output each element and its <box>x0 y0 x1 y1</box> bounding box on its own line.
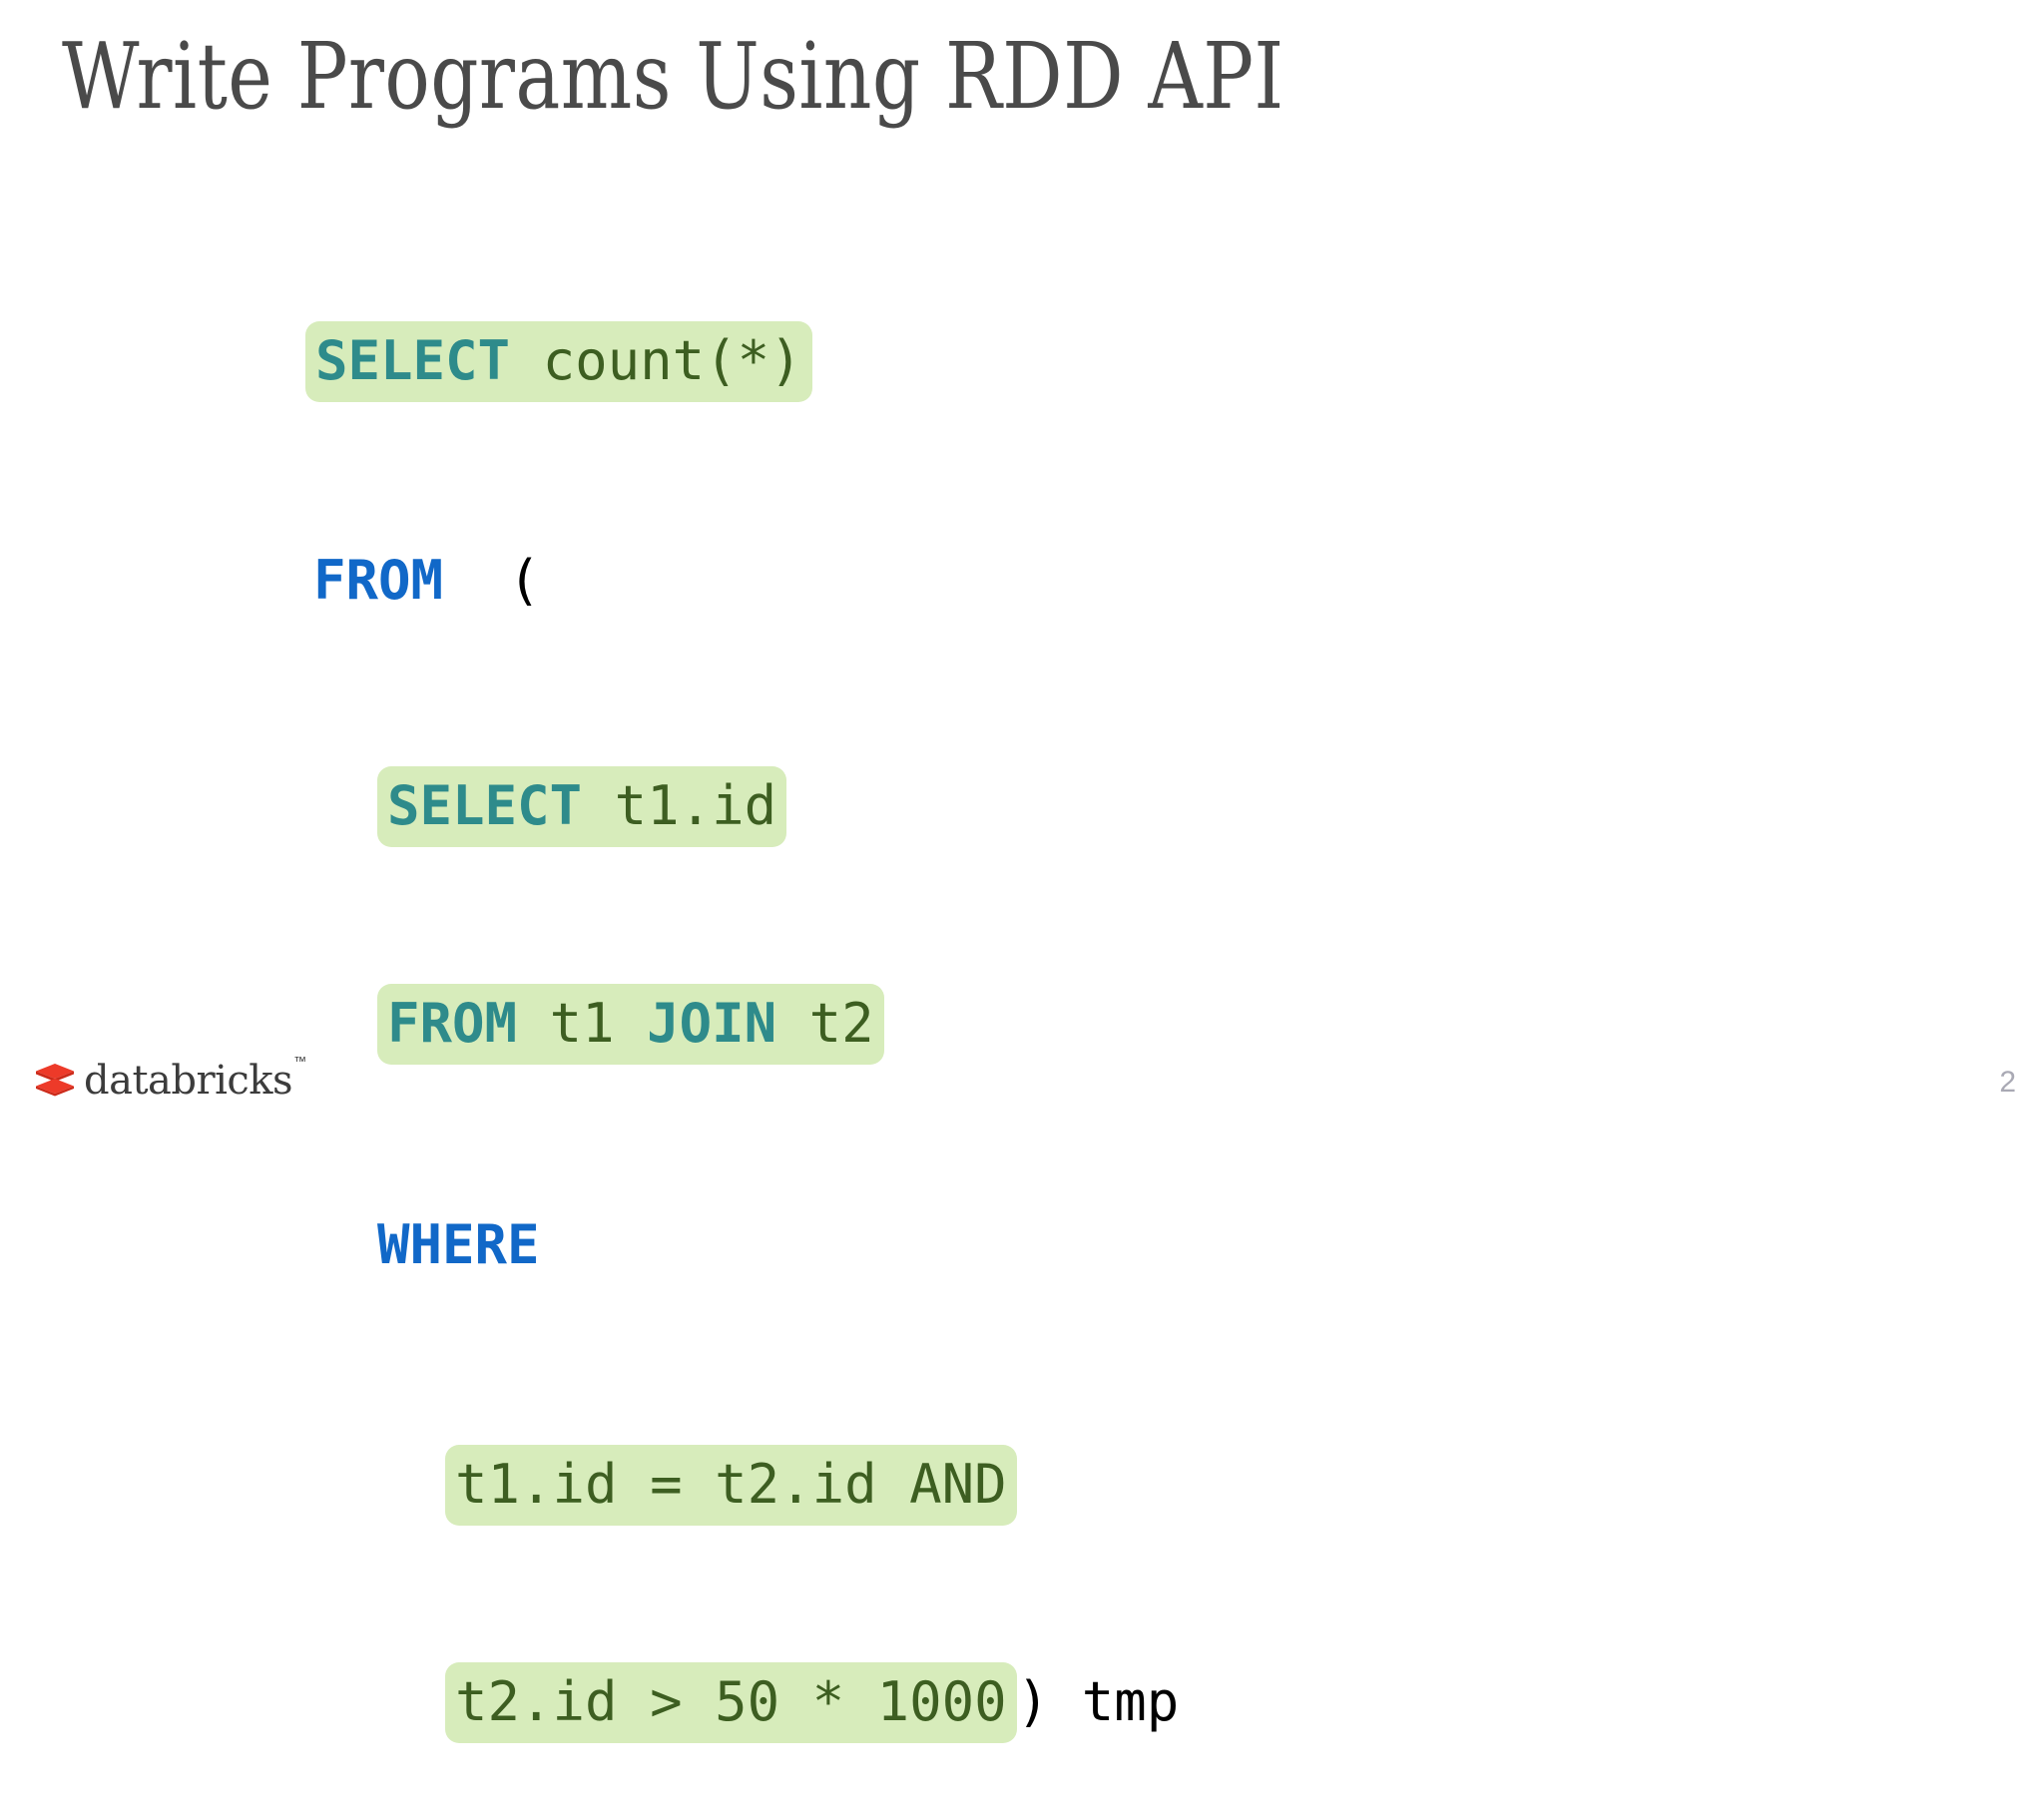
code-token <box>510 329 543 392</box>
code-token <box>517 992 550 1055</box>
code-token: FROM <box>313 549 444 612</box>
databricks-wordmark-text: databricks <box>84 1058 293 1104</box>
code-highlight-run: SELECT count(*) <box>305 321 812 402</box>
code-token: SELECT <box>387 774 583 837</box>
databricks-wordmark: databricks™ <box>84 1055 306 1104</box>
code-token: t2.id > 50 * 1000 <box>455 1670 1007 1733</box>
code-highlight-run: t1.id = t2.id AND <box>445 1445 1017 1526</box>
code-highlight-run: t2.id > 50 * 1000 <box>445 1662 1017 1743</box>
code-token: t1.id <box>614 774 777 837</box>
code-line-5: WHERE <box>377 1209 1179 1281</box>
page-number: 2 <box>1999 1066 2016 1099</box>
databricks-logo: databricks™ <box>34 1055 306 1104</box>
code-token: ( <box>508 549 541 612</box>
code-token: tmp <box>1049 1670 1180 1733</box>
trademark-symbol: ™ <box>293 1053 306 1069</box>
code-plain-run: FROM ( <box>313 549 541 612</box>
code-token <box>615 992 648 1055</box>
code-token <box>582 774 615 837</box>
code-line-1: SELECT count(*) <box>305 321 1179 402</box>
code-plain-run: ) tmp <box>1017 1670 1180 1733</box>
page-title: Write Programs Using RDD API <box>62 23 1284 130</box>
databricks-mark-icon <box>36 1064 74 1097</box>
code-token: t1 <box>549 992 615 1055</box>
code-token: t2 <box>808 992 874 1055</box>
code-token: t1.id = t2.id AND <box>455 1453 1007 1516</box>
code-highlight-run: FROM t1 JOIN t2 <box>377 984 884 1065</box>
code-token: SELECT <box>315 329 511 392</box>
code-token: count(*) <box>542 329 802 392</box>
code-line-7: t2.id > 50 * 1000) tmp <box>445 1662 1180 1743</box>
code-line-2: FROM ( <box>313 545 1179 617</box>
code-token <box>443 549 508 612</box>
code-token: ) <box>1016 1670 1050 1733</box>
code-token <box>776 992 809 1055</box>
code-line-6: t1.id = t2.id AND <box>445 1445 1179 1526</box>
sql-code-block: SELECT count(*) FROM ( SELECT t1.id FROM… <box>299 182 1179 1810</box>
code-token: FROM <box>387 992 518 1055</box>
code-plain-run: WHERE <box>377 1213 540 1276</box>
code-token: JOIN <box>647 992 777 1055</box>
code-line-3: SELECT t1.id <box>377 766 1179 847</box>
code-highlight-run: SELECT t1.id <box>377 766 787 847</box>
code-token: WHERE <box>377 1213 540 1276</box>
code-line-4: FROM t1 JOIN t2 <box>377 984 1179 1065</box>
